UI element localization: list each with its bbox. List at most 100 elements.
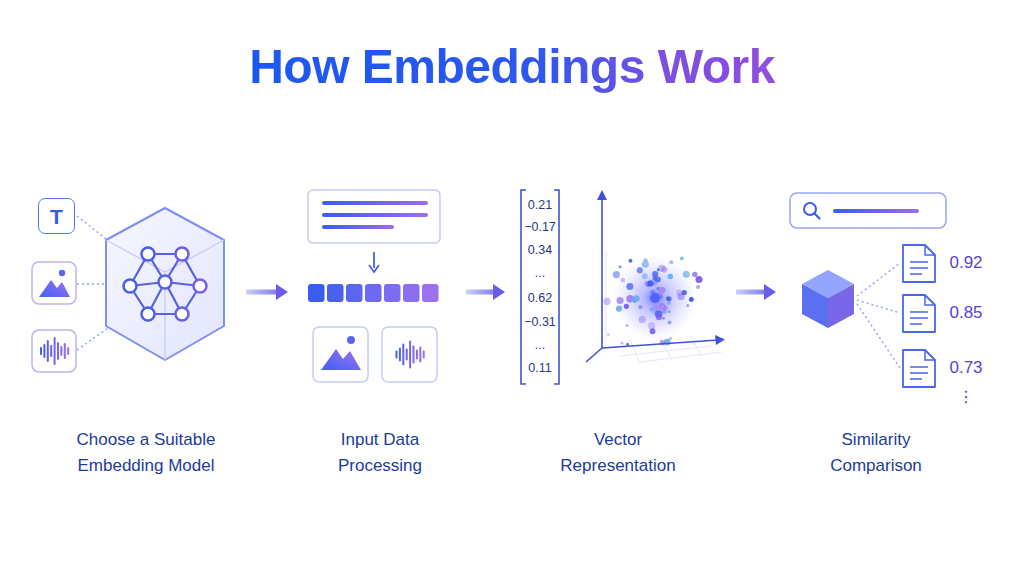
dotted-leader bbox=[77, 328, 108, 350]
embedding-point bbox=[668, 310, 671, 313]
network-neuron bbox=[142, 248, 155, 261]
token-square bbox=[365, 284, 382, 302]
sun-glyph bbox=[347, 336, 355, 344]
network-neuron bbox=[176, 308, 189, 321]
similarity-score: 0.92 bbox=[949, 253, 982, 273]
embedding-point bbox=[648, 322, 655, 329]
waveform-bar bbox=[409, 341, 411, 369]
step-caption: Similarity Comparison bbox=[811, 427, 941, 479]
document-icon bbox=[903, 245, 935, 282]
network-link bbox=[130, 254, 200, 314]
mountain-glyph bbox=[39, 280, 70, 297]
embedding-point bbox=[689, 297, 694, 302]
mountain-glyph bbox=[321, 349, 361, 370]
icon-letter: T bbox=[50, 206, 63, 227]
network-neuron bbox=[194, 280, 207, 293]
network-neuron bbox=[142, 308, 155, 321]
document-page bbox=[903, 350, 935, 387]
embedding-point bbox=[669, 260, 673, 264]
document-line bbox=[910, 367, 928, 379]
embedding-point bbox=[607, 333, 610, 336]
network-neuron bbox=[176, 248, 189, 261]
stage-step: Choose a Suitable Embedding Model T bbox=[26, 180, 246, 490]
dotted-leader bbox=[857, 263, 900, 296]
embedding-point bbox=[667, 296, 672, 301]
grid-line bbox=[660, 338, 672, 360]
embedding-point bbox=[659, 303, 666, 310]
image-icon-box bbox=[32, 262, 76, 304]
text-line bbox=[322, 225, 394, 229]
audio-icon-box bbox=[32, 330, 76, 372]
flow-arrow bbox=[466, 290, 493, 295]
embedding-point bbox=[662, 317, 665, 320]
axis-head bbox=[715, 335, 725, 345]
embedding-point bbox=[667, 320, 671, 324]
network-neuron bbox=[159, 276, 172, 289]
processing-illustration bbox=[308, 190, 440, 382]
document-icon bbox=[903, 295, 935, 332]
model-cube bbox=[106, 208, 224, 360]
embedding-point bbox=[626, 295, 633, 302]
embedding-point bbox=[639, 316, 646, 323]
axis-line bbox=[586, 348, 602, 362]
dotted-leader bbox=[857, 304, 900, 368]
waveform-glyph bbox=[396, 341, 425, 369]
waveform-bar bbox=[43, 344, 45, 358]
embedding-points bbox=[603, 257, 702, 346]
vector-value: 0.21 bbox=[528, 198, 552, 212]
embedding-point bbox=[624, 304, 629, 309]
token-square bbox=[384, 284, 401, 302]
leader-lines bbox=[857, 263, 900, 368]
grid-line bbox=[640, 352, 722, 362]
waveform-bar bbox=[413, 346, 415, 364]
embedding-point bbox=[653, 305, 659, 311]
waveform-bar bbox=[416, 350, 418, 360]
embedding-point bbox=[617, 297, 624, 304]
axis-head bbox=[597, 190, 607, 200]
network-neuron bbox=[124, 280, 137, 293]
flow-arrow bbox=[736, 290, 764, 295]
dotted-leader bbox=[77, 216, 110, 242]
embedding-point bbox=[680, 257, 684, 261]
text-line bbox=[322, 213, 428, 217]
sun-glyph bbox=[59, 270, 65, 276]
waveform-bar bbox=[47, 340, 49, 362]
axis-line bbox=[602, 340, 718, 348]
token-square bbox=[308, 284, 325, 302]
cube-edge bbox=[106, 240, 224, 360]
vector-ellipsis: ... bbox=[535, 266, 545, 280]
document-icon bbox=[903, 350, 935, 387]
embedding-point bbox=[667, 301, 671, 305]
cube-face bbox=[802, 284, 828, 328]
embedding-point bbox=[658, 265, 665, 272]
similarity-score: 0.73 bbox=[949, 358, 982, 378]
document-page bbox=[903, 245, 935, 282]
similarity-score: 0.85 bbox=[949, 303, 982, 323]
vector-value: 0.11 bbox=[528, 361, 551, 375]
search-glyph bbox=[815, 214, 820, 219]
similarity-illustration bbox=[790, 193, 946, 387]
waveform-bar bbox=[54, 337, 56, 365]
step-caption: Vector Representation bbox=[543, 427, 693, 479]
step-caption: Choose a Suitable Embedding Model bbox=[56, 427, 236, 479]
input-icons bbox=[32, 262, 76, 372]
embedding-point bbox=[637, 267, 643, 273]
document-page bbox=[903, 295, 935, 332]
waveform-bar bbox=[64, 343, 66, 359]
embedding-point bbox=[638, 305, 642, 309]
embedding-point bbox=[620, 341, 623, 344]
token-square bbox=[403, 284, 420, 302]
cluster-core bbox=[650, 293, 660, 303]
dotted-leader bbox=[77, 283, 106, 285]
diagram-title: How Embeddings Work bbox=[249, 38, 775, 96]
document-fold bbox=[925, 295, 935, 305]
query-line bbox=[833, 209, 919, 213]
vector-bracket bbox=[554, 190, 559, 384]
vector-value: −0.31 bbox=[524, 315, 556, 329]
flow-arrow bbox=[246, 290, 276, 295]
down-arrow-head bbox=[369, 265, 379, 272]
waveform-bar bbox=[419, 347, 421, 363]
vector-value: −0.17 bbox=[524, 220, 556, 234]
document-fold bbox=[925, 350, 935, 360]
